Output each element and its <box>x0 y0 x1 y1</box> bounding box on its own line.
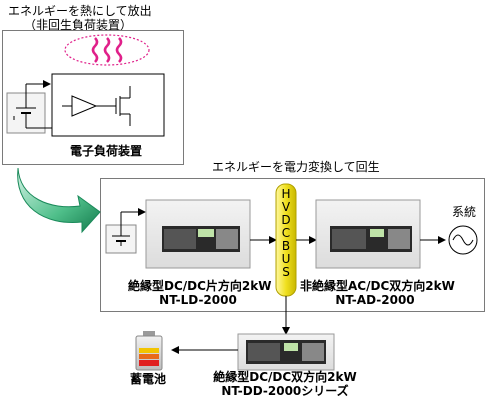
top-title-line1: エネルギーを熱にして放出 <box>8 4 152 18</box>
right-device-image <box>315 199 421 269</box>
bottom-device-image <box>237 333 335 371</box>
left-device-image <box>145 199 251 269</box>
top-title: エネルギーを熱にして放出 （非回生負荷装置） <box>8 4 152 32</box>
right-device-line2: NT-AD-2000 <box>335 293 415 307</box>
battery-label: 蓄電池 <box>130 372 167 386</box>
right-device-line1: 非絶縁型AC/DC双方向2kW <box>300 279 455 293</box>
transition-arrow <box>17 167 101 234</box>
middle-title: エネルギーを電力変換して回生 <box>212 160 380 174</box>
bottom-device-line1: 絶縁型DC/DC双方向2kW <box>213 370 357 384</box>
hvdc-bus-label: HVDC BUS <box>281 187 291 279</box>
right-device-caption: 非絶縁型AC/DC双方向2kW NT-AD-2000 <box>300 279 455 307</box>
electronic-load-schematic <box>6 73 165 137</box>
left-device-line1: 絶縁型DC/DC片方向2kW <box>128 279 272 293</box>
battery-icon <box>135 331 163 371</box>
bottom-device-line2: NT-DD-2000シリーズ <box>221 384 349 398</box>
left-device-caption: 絶縁型DC/DC片方向2kW NT-LD-2000 <box>128 279 272 307</box>
grid-label: 系統 <box>452 205 477 219</box>
heat-waves-icon <box>64 34 150 66</box>
dc-source-schematic <box>105 208 146 254</box>
bottom-device-caption: 絶縁型DC/DC双方向2kW NT-DD-2000シリーズ <box>210 370 360 398</box>
left-device-line2: NT-LD-2000 <box>159 293 237 307</box>
electronic-load-label: 電子負荷装置 <box>70 144 143 158</box>
ac-sine-icon <box>448 225 478 255</box>
top-title-line2: （非回生負荷装置） <box>23 18 132 32</box>
